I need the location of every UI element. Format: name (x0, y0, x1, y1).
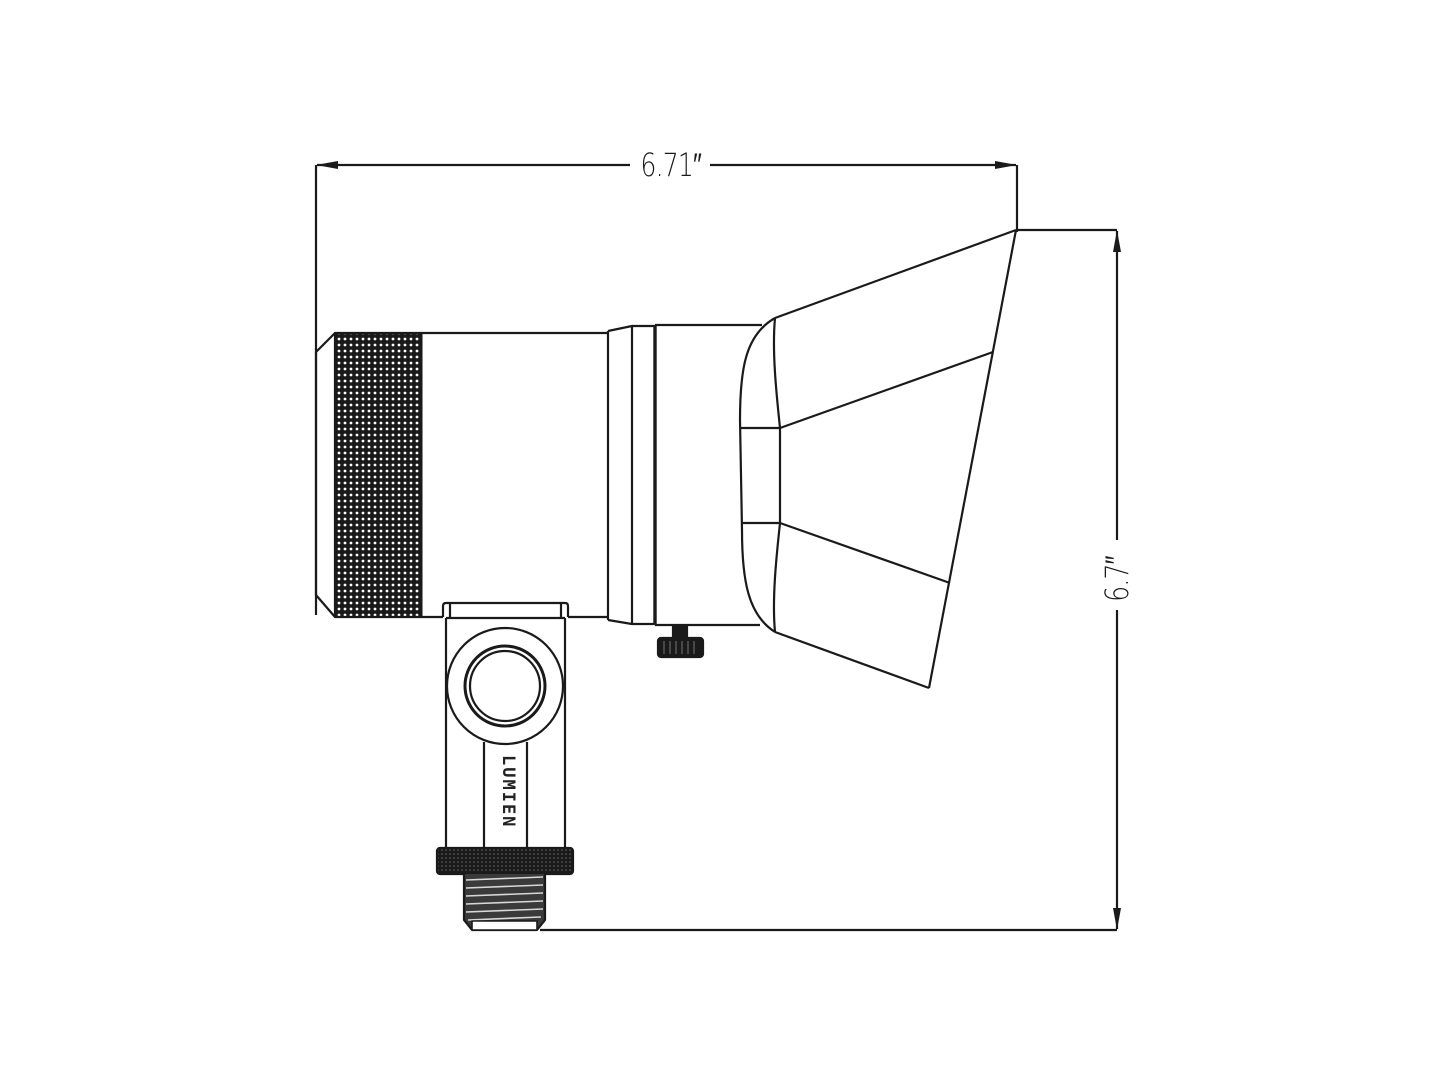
lock-nut (435, 846, 575, 876)
height-dimension (540, 228, 1121, 932)
width-dimension-label: 6.71″ (637, 146, 705, 184)
adjust-knob (656, 624, 705, 659)
threaded-stem (462, 874, 547, 932)
shroud (738, 228, 1018, 690)
lens-cap-bevel (314, 332, 336, 618)
body-barrel (421, 323, 762, 627)
brand-logo-text: LUMIEN (498, 755, 518, 829)
knuckle-mount (441, 601, 570, 848)
knurled-lens-ring (333, 331, 423, 619)
height-dimension-label: 6.7″ (1098, 553, 1137, 605)
